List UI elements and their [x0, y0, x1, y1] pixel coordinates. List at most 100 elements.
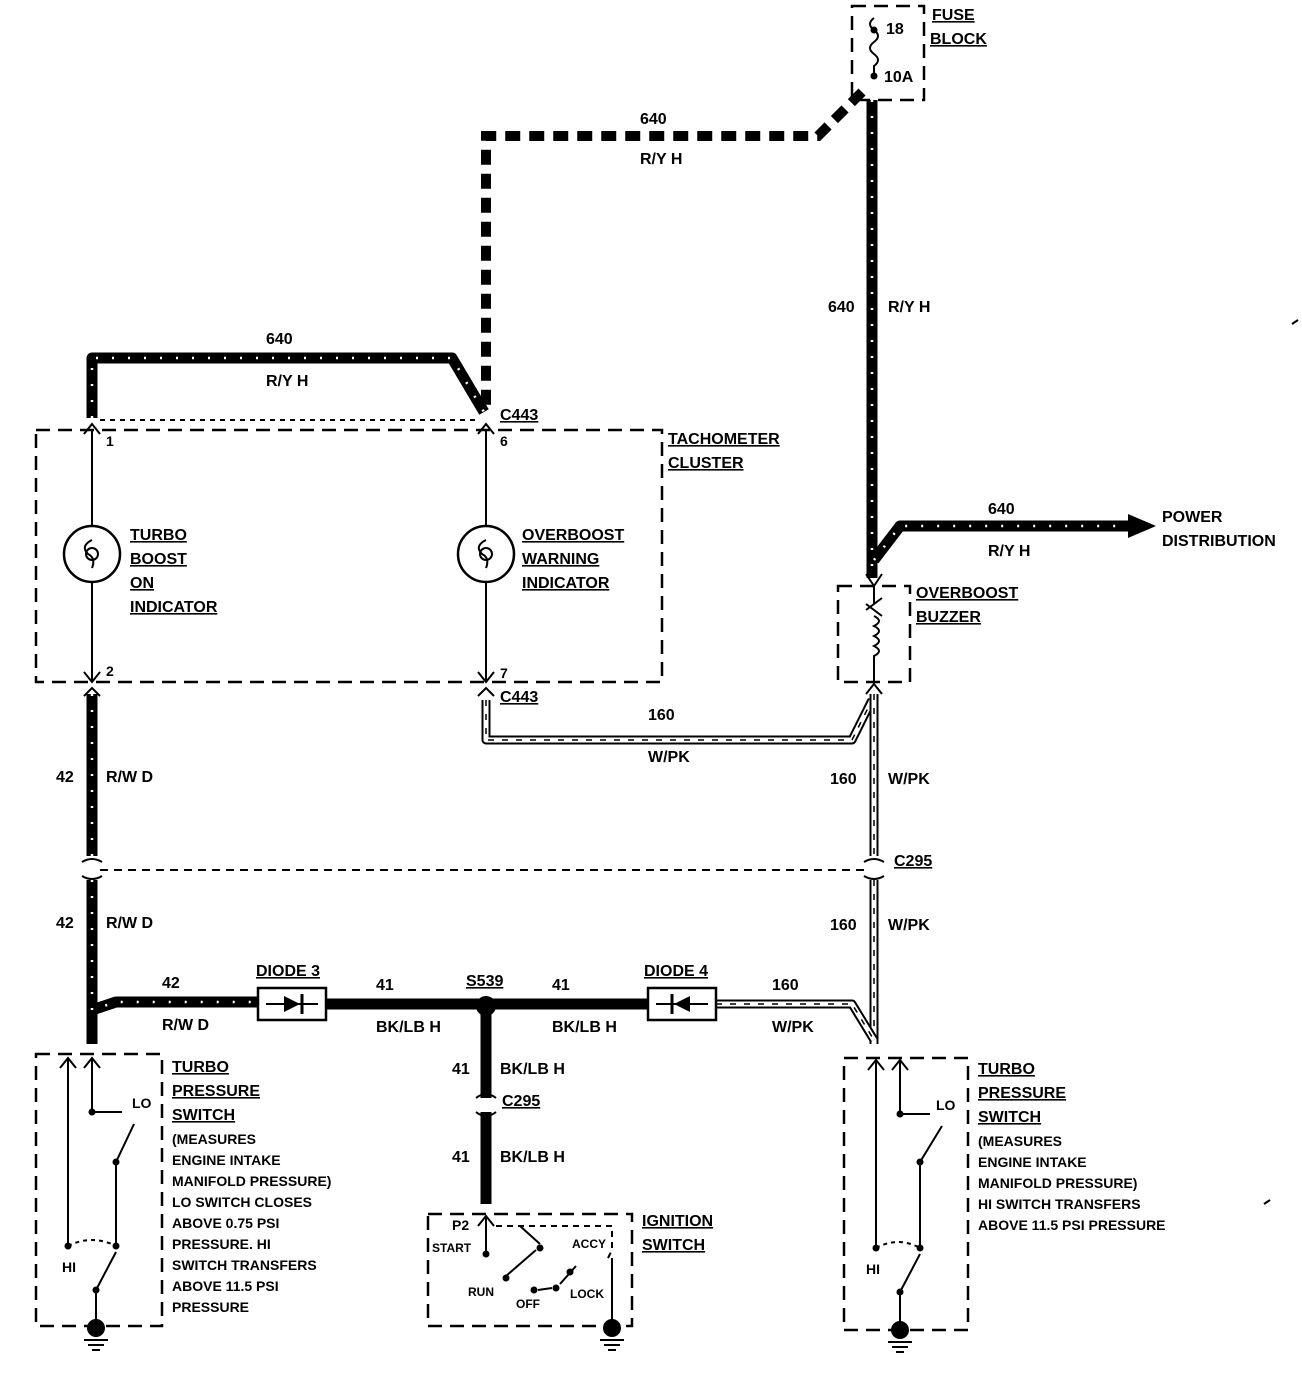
- wire-640-top-color: R/Y H: [640, 151, 682, 168]
- wire-160-right-lower: 160 W/PK 160 W/PK: [716, 880, 930, 1044]
- wire-160-lower-number: 160: [830, 917, 857, 934]
- wire-160-top: 160 W/PK: [481, 697, 877, 766]
- pin-2-label: 2: [106, 663, 114, 679]
- fuse-block-title-2: BLOCK: [930, 31, 987, 48]
- connector-c295-label: C295: [894, 853, 932, 870]
- fuse-number: 18: [886, 21, 904, 38]
- wire-42-lower-number: 42: [56, 915, 74, 932]
- switch-left-desc-8: ABOVE 11.5 PSI: [172, 1278, 279, 1294]
- buzzer-coil-icon: [871, 615, 880, 682]
- switch-left-desc-2: ENGINE INTAKE: [172, 1152, 281, 1168]
- wire-42-left-upper: 42 R/W D: [56, 694, 153, 856]
- ground-icon: [84, 1319, 108, 1351]
- wire-160-bottom-color: W/PK: [772, 1019, 814, 1036]
- pin-1-label: 1: [106, 433, 114, 449]
- switch-right-hi: HI: [866, 1261, 880, 1277]
- switch-right-title-2: PRESSURE: [978, 1085, 1066, 1102]
- wire-41-left-number: 41: [376, 977, 394, 994]
- switch-left-desc-6: PRESSURE. HI: [172, 1236, 271, 1252]
- wire-640-left-color: R/Y H: [266, 373, 308, 390]
- wire-640-top-number: 640: [640, 111, 667, 128]
- wire-41-v1-number: 41: [452, 1061, 470, 1078]
- diode-3: DIODE 3: [256, 963, 328, 1022]
- wire-160-lower-color: W/PK: [888, 917, 930, 934]
- ignition-title-1: IGNITION: [642, 1213, 713, 1230]
- ignition-accy: ACCY: [572, 1237, 606, 1251]
- switch-left-title-1: TURBO: [172, 1059, 229, 1076]
- wire-41-v2-color: BK/LB H: [500, 1149, 565, 1166]
- ignition-run: RUN: [468, 1285, 494, 1299]
- fuse-rating: 10A: [884, 69, 914, 86]
- connector-c295-row: C295: [81, 853, 932, 880]
- switch-left-title-3: SWITCH: [172, 1107, 235, 1124]
- diode-3-arrow-icon: [284, 996, 300, 1012]
- wire-640-right-color: R/Y H: [888, 299, 930, 316]
- wire-42-upper-number: 42: [56, 769, 74, 786]
- wire-41-right-color: BK/LB H: [552, 1019, 617, 1036]
- connector-c443-bottom-label: C443: [500, 689, 538, 706]
- power-distribution-label-2: DISTRIBUTION: [1162, 533, 1276, 550]
- wire-640-power: 640 R/Y H POWER DISTRIBUTION: [869, 501, 1276, 564]
- wire-640-right: 640 R/Y H: [828, 100, 930, 578]
- power-distribution-label-1: POWER: [1162, 509, 1223, 526]
- wire-160-top-number: 160: [648, 707, 675, 724]
- connector-c443-top-label: C443: [500, 407, 538, 424]
- diode-4: DIODE 4: [644, 963, 718, 1022]
- switch-left-desc-9: PRESSURE: [172, 1299, 249, 1315]
- switch-left-title-2: PRESSURE: [172, 1083, 260, 1100]
- turbo-boost-bulb-icon: [62, 524, 122, 584]
- wire-640-power-color: R/Y H: [988, 543, 1030, 560]
- switch-right-title-1: TURBO: [978, 1061, 1035, 1078]
- pin-7-label: 7: [500, 665, 508, 681]
- turbo-boost-label-3: ON: [130, 575, 154, 592]
- switch-right-desc-2: ENGINE INTAKE: [978, 1154, 1087, 1170]
- turbo-boost-label-1: TURBO: [130, 527, 187, 544]
- wire-640-top: 640 R/Y H: [481, 88, 866, 410]
- switch-right-lo: LO: [936, 1097, 956, 1113]
- wire-42-bottom-number: 42: [162, 975, 180, 992]
- ignition-p2: P2: [452, 1217, 469, 1233]
- switch-left-hi: HI: [62, 1259, 76, 1275]
- overboost-buzzer: OVERBOOST BUZZER: [836, 573, 1018, 695]
- pin-6-label: 6: [500, 433, 508, 449]
- fuse-element-icon: [869, 17, 879, 74]
- wire-42-lower-color: R/W D: [106, 915, 153, 932]
- connector-c443-top-pin6: [477, 422, 495, 435]
- switch-left-desc-7: SWITCH TRANSFERS: [172, 1257, 317, 1273]
- switch-left-lo: LO: [132, 1095, 152, 1111]
- fuse-block-title-1: FUSE: [932, 7, 975, 24]
- switch-right-title-3: SWITCH: [978, 1109, 1041, 1126]
- connector-c295-lower-label: C295: [502, 1093, 540, 1110]
- wire-160-right-upper: 160 W/PK: [830, 694, 930, 856]
- tach-title-1: TACHOMETER: [668, 431, 780, 448]
- diode-3-label: DIODE 3: [256, 963, 320, 980]
- turbo-boost-label-2: BOOST: [130, 551, 187, 568]
- overboost-label-3: INDICATOR: [522, 575, 610, 592]
- wire-41-right-number: 41: [552, 977, 570, 994]
- buzzer-label-1: OVERBOOST: [916, 585, 1018, 602]
- diode-4-arrow-icon: [674, 996, 690, 1012]
- ignition-lock: LOCK: [570, 1287, 604, 1301]
- diode-4-label: DIODE 4: [644, 963, 708, 980]
- switch-right-desc-5: ABOVE 11.5 PSI PRESSURE: [978, 1217, 1166, 1233]
- switch-left-desc-3: MANIFOLD PRESSURE): [172, 1173, 331, 1189]
- wire-640-power-number: 640: [988, 501, 1015, 518]
- switch-right-desc-1: (MEASURES: [978, 1133, 1062, 1149]
- switch-right-desc-3: MANIFOLD PRESSURE): [978, 1175, 1137, 1191]
- fuse-block: 18 10A FUSE BLOCK: [850, 4, 987, 102]
- switch-right-desc-4: HI SWITCH TRANSFERS: [978, 1196, 1141, 1212]
- wire-41-vertical: C295 41 BK/LB H 41 BK/LB H: [452, 1006, 565, 1204]
- connector-c443-top-pin1: [83, 422, 101, 435]
- wire-41-left-color: BK/LB H: [376, 1019, 441, 1036]
- wire-42-upper-color: R/W D: [106, 769, 153, 786]
- wire-160-right-upper-color: W/PK: [888, 771, 930, 788]
- arrow-right-icon: [1128, 514, 1156, 538]
- wire-160-top-color: W/PK: [648, 749, 690, 766]
- switch-left-desc-5: ABOVE 0.75 PSI: [172, 1215, 279, 1231]
- wire-160-right-upper-number: 160: [830, 771, 857, 788]
- arrow-down-pin2-icon: [83, 671, 101, 684]
- ignition-start: START: [432, 1241, 472, 1255]
- tachometer-cluster: TACHOMETER CLUSTER C443 1 6 TURBO BOOST …: [34, 407, 780, 706]
- arrow-down-pin7-icon: [477, 671, 495, 684]
